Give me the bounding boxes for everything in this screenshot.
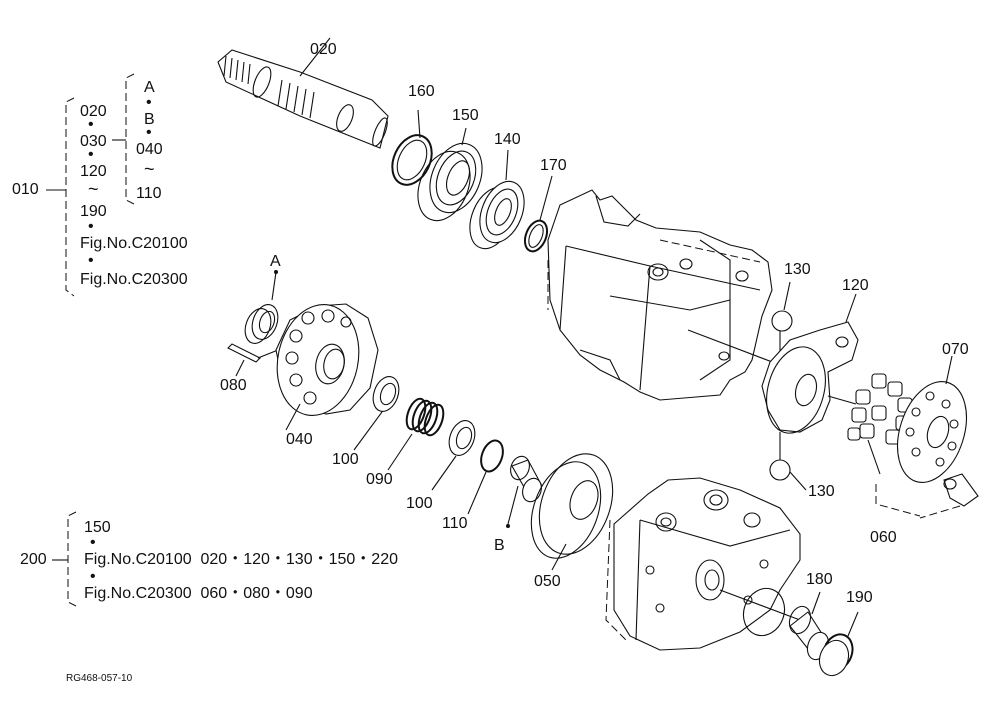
pump-housing: [547, 189, 789, 401]
label-110: 110: [442, 515, 468, 532]
group-010-sub-item: A: [144, 79, 155, 96]
group-010-item: 190: [80, 203, 107, 220]
label-130-bottom: 130: [808, 483, 835, 500]
washer-100b: [431, 420, 476, 491]
separator-dot: •: [90, 534, 96, 551]
group-200-item: Fig.No.C20100 020・120・130・150・220: [84, 551, 398, 568]
group-010-item: 030: [80, 133, 107, 150]
label-050: 050: [534, 573, 561, 590]
label-080: 080: [220, 377, 247, 394]
range-tilde: ~: [88, 179, 99, 199]
snap-ring-110: [467, 439, 504, 515]
group-010-item: 020: [80, 103, 107, 120]
bushing-180: [788, 591, 830, 661]
separator-dot: •: [88, 146, 94, 163]
group-010-id: 010: [12, 181, 39, 198]
group-200-item: 150: [84, 519, 111, 536]
label-190: 190: [846, 589, 873, 606]
bearing-140: [469, 149, 525, 250]
label-100-b: 100: [406, 495, 433, 512]
group-010-item: Fig.No.C20300: [80, 271, 188, 288]
swash-plate-120: [761, 293, 859, 434]
label-040: 040: [286, 431, 313, 448]
group-010-item: Fig.No.C20100: [80, 235, 188, 252]
separator-dot: •: [146, 124, 152, 141]
shaft-020: [217, 37, 389, 149]
label-140: 140: [494, 131, 521, 148]
snap-ring-160: [391, 109, 433, 186]
bearing-150: [417, 127, 483, 222]
pin-060: [867, 439, 979, 519]
label-a: A: [270, 253, 281, 270]
label-b: B: [494, 537, 505, 554]
separator-dot: •: [146, 94, 152, 111]
snap-ring-170: [523, 175, 553, 253]
label-160: 160: [408, 83, 435, 100]
label-020: 020: [310, 41, 337, 58]
group-200-id: 200: [20, 551, 47, 568]
cap-190: [818, 611, 859, 677]
balls-130: [769, 281, 807, 491]
cover-block: [605, 477, 801, 651]
separator-dot: •: [90, 568, 96, 585]
washer-100a: [353, 376, 400, 451]
bushing-b: [506, 455, 543, 528]
drawing-code: RG468-057-10: [66, 673, 133, 684]
separator-dot: •: [88, 218, 94, 235]
o-ring: [742, 587, 786, 637]
label-100-a: 100: [332, 451, 359, 468]
separator-dot: •: [88, 252, 94, 269]
label-130-top: 130: [784, 261, 811, 278]
group-010-item: 120: [80, 163, 107, 180]
cylinder-block-040: [275, 303, 379, 431]
group-brackets: [46, 73, 135, 607]
label-170: 170: [540, 157, 567, 174]
separator-dot: •: [88, 116, 94, 133]
label-120: 120: [842, 277, 869, 294]
range-tilde: ~: [144, 159, 155, 179]
label-090: 090: [366, 471, 393, 488]
valve-plate-050: [530, 453, 614, 571]
label-060: 060: [870, 529, 897, 546]
label-070: 070: [942, 341, 969, 358]
retainer-plate-070: [897, 355, 967, 483]
label-180: 180: [806, 571, 833, 588]
group-010-sub-item: B: [144, 111, 155, 128]
pin-080: [227, 343, 279, 377]
spring-090: [387, 397, 445, 471]
group-010-sub-item: 110: [136, 185, 162, 202]
group-010-sub-item: 040: [136, 141, 163, 158]
ring-a: [244, 270, 279, 344]
label-150: 150: [452, 107, 479, 124]
group-200-item: Fig.No.C20300 060・080・090: [84, 585, 313, 602]
